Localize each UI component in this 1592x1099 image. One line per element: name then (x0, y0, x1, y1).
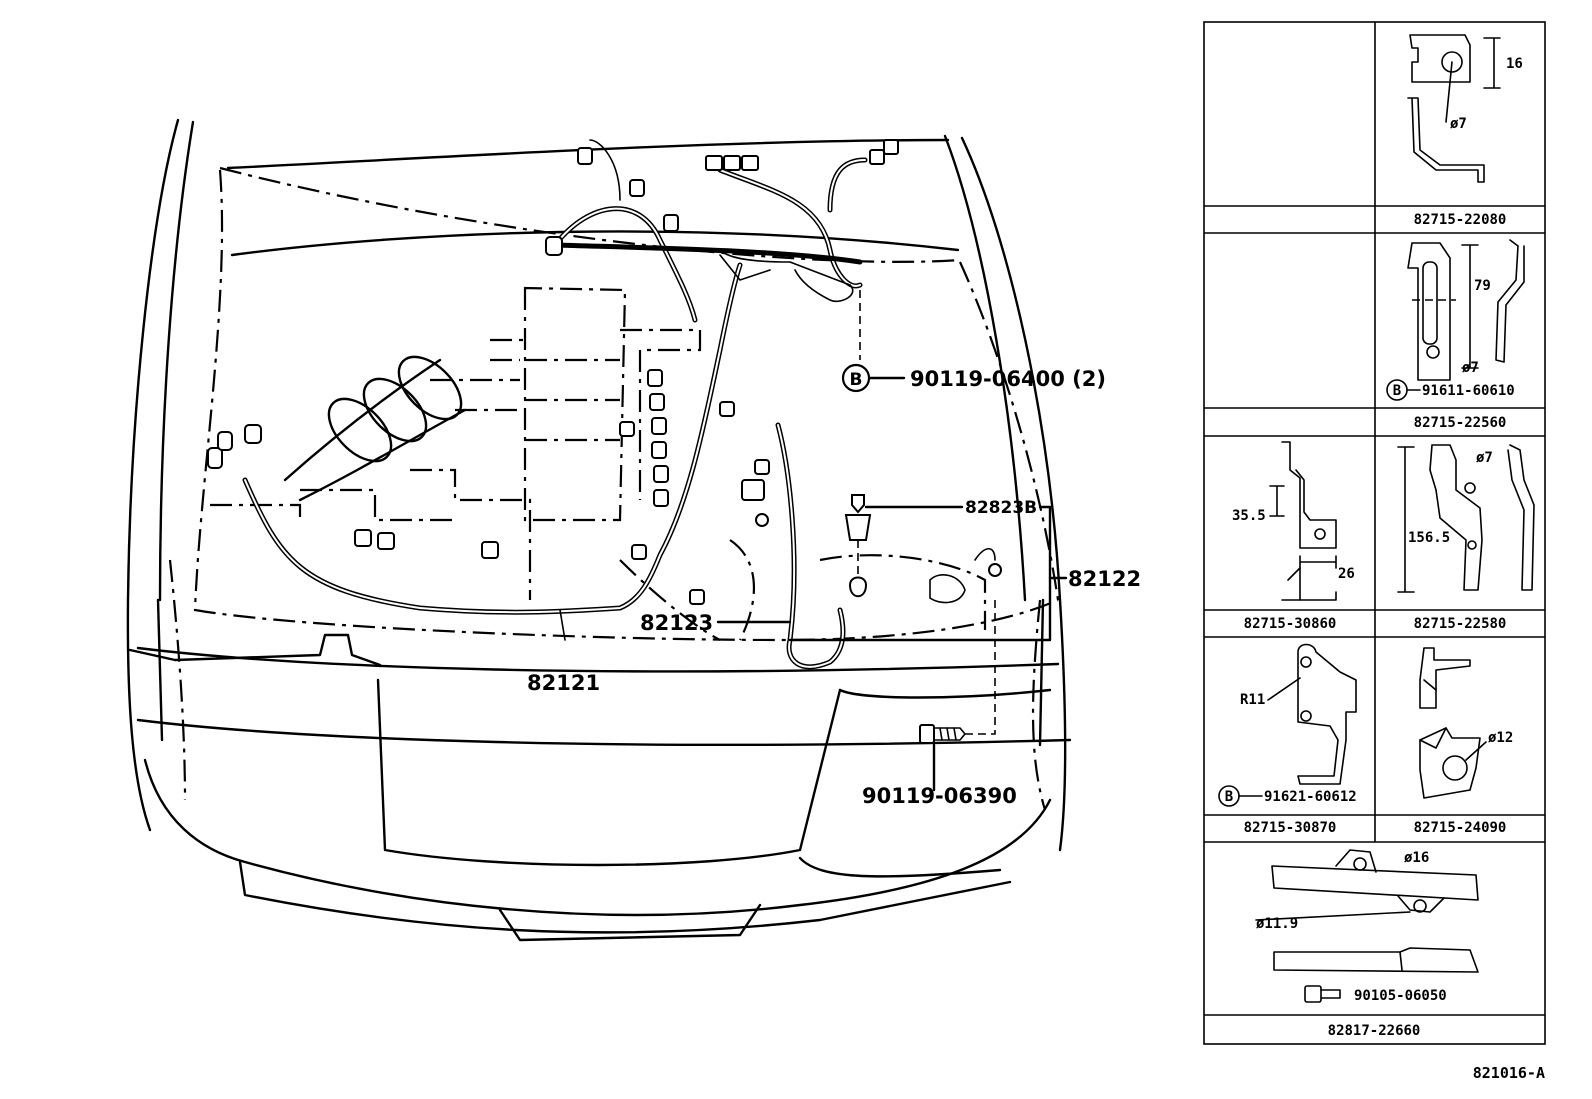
dim-phi7-b: ø7 (1462, 360, 1479, 376)
clamp-82817-22660 (1255, 849, 1479, 1003)
callout-main-harness: 82121 (527, 671, 600, 695)
sub-harness-82123 (775, 422, 846, 670)
svg-text:B: B (850, 370, 863, 390)
bolt-90105-06050: 90105-06050 (1354, 988, 1447, 1004)
dim-156-5: 156.5 (1408, 530, 1450, 546)
dim-phi16: ø16 (1404, 850, 1429, 866)
upper-harness (552, 139, 868, 323)
part-82817-22660: 82817-22660 (1328, 1023, 1421, 1039)
dim-phi11-9: ø11.9 (1256, 916, 1298, 932)
connector-plugs (207, 139, 1002, 605)
part-82715-24090: 82715-24090 (1414, 820, 1507, 836)
bracket-82715-22080 (1407, 34, 1501, 183)
svg-text:B: B (1393, 383, 1401, 399)
bracket-82715-22560: B (1386, 239, 1525, 401)
callout-sub-harness: 82123 (640, 611, 713, 635)
bolt-91611-60610: 91611-60610 (1422, 383, 1515, 399)
dim-R11: R11 (1240, 692, 1265, 708)
part-82715-30860: 82715-30860 (1244, 616, 1337, 632)
parts-table-grid (1203, 21, 1546, 1045)
dim-26: 26 (1338, 566, 1355, 582)
air-intake (283, 355, 467, 502)
bracket-82715-30860 (1269, 441, 1337, 601)
callout-bolt-bottom: 90119-06390 (862, 784, 1017, 808)
part-82715-30870: 82715-30870 (1244, 820, 1337, 836)
bracket-82715-22580 (1397, 444, 1535, 593)
callout-bracket-group: 82122 (1068, 567, 1141, 591)
callout-clip: 82823B (965, 498, 1037, 518)
part-82715-22560: 82715-22560 (1414, 415, 1507, 431)
bracket-82715-24090 (1419, 647, 1487, 799)
callout-bolt-top: 90119-06400 (2) (910, 367, 1106, 391)
bolt-b-symbol-top: B (841, 363, 871, 393)
dim-79: 79 (1474, 278, 1491, 294)
svg-text:B: B (1225, 789, 1233, 805)
dim-phi12: ø12 (1488, 730, 1513, 746)
engine-block (210, 286, 987, 641)
bracket-82715-30870: B (1218, 643, 1357, 807)
dim-phi7-c: ø7 (1476, 450, 1493, 466)
dim-16: 16 (1506, 56, 1523, 72)
part-82715-22080: 82715-22080 (1414, 212, 1507, 228)
dim-phi7-a: ø7 (1450, 116, 1467, 132)
callout-leaders (716, 290, 1068, 642)
engine-bay-dashed (168, 166, 1060, 811)
figure-code: 821016-A (1473, 1064, 1545, 1082)
dim-35-5: 35.5 (1232, 508, 1266, 524)
clip-82823B (844, 494, 872, 598)
main-harness-82121 (242, 262, 743, 641)
bolt-91621-60612: 91621-60612 (1264, 789, 1357, 805)
part-82715-22580: 82715-22580 (1414, 616, 1507, 632)
bolt-90119-06390 (919, 600, 996, 792)
